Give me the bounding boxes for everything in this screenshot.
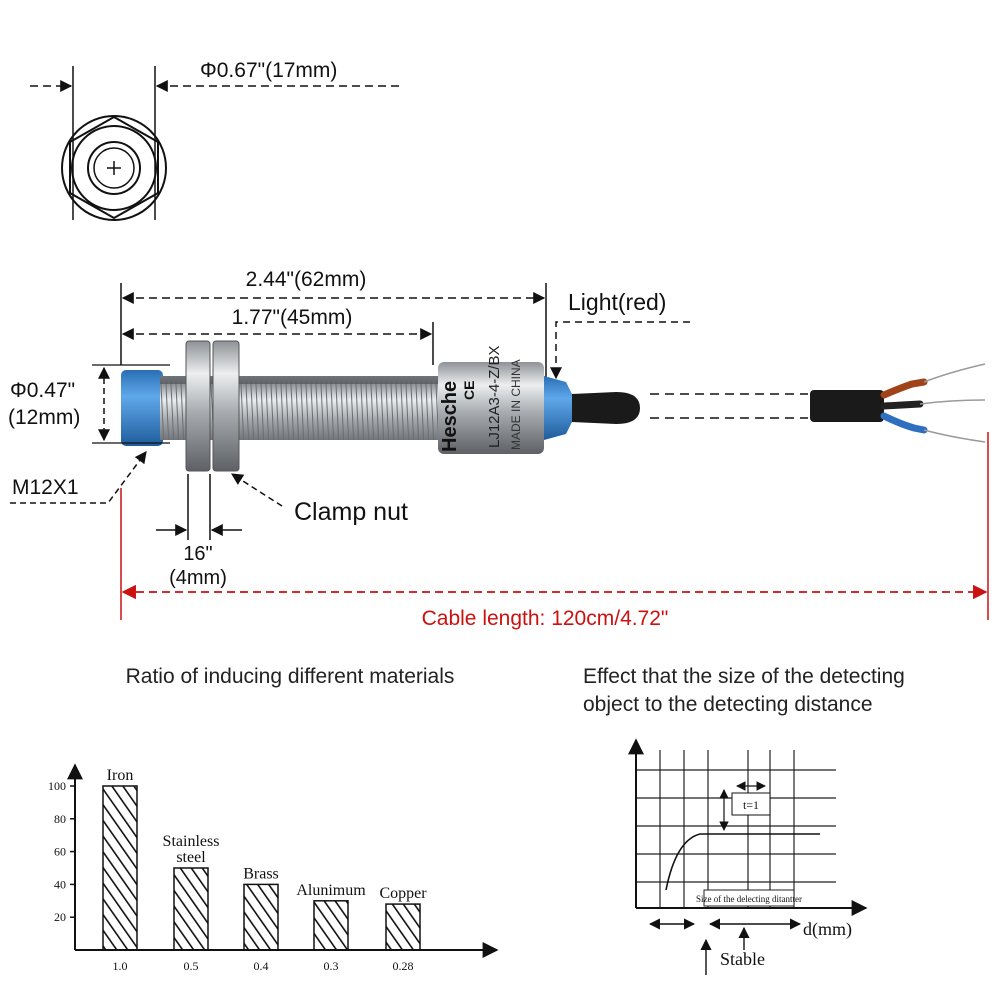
distance-chart: Effect that the size of the detecting ob… [583, 665, 905, 975]
ratio-label: 0.5 [184, 959, 199, 973]
category-label: Copper [379, 885, 427, 902]
label-sleeve [438, 362, 544, 454]
materials-chart: Ratio of inducing different materials 20… [48, 665, 499, 973]
bar-iron [102, 785, 138, 951]
y-tick-label: 80 [54, 812, 66, 826]
ratio-label: 0.4 [254, 959, 269, 973]
origin-text: MADE IN CHINA [509, 359, 523, 450]
ratio-label: 0.28 [393, 959, 414, 973]
sensing-face [121, 370, 163, 446]
category-label: Iron [107, 767, 134, 784]
nut-width-line2: (4mm) [169, 567, 227, 589]
distance-chart-title-line1: Effect that the size of the detecting [583, 665, 905, 688]
category-label: Alunimum [296, 882, 366, 899]
y-tick-label: 60 [54, 845, 66, 859]
side-view: 2.44"(62mm) 1.77"(45mm) Hesche CE CE LJ1… [8, 268, 989, 630]
materials-chart-title: Ratio of inducing different materials [126, 665, 455, 688]
distance-xlabel: d(mm) [803, 919, 852, 940]
bar-alunimum [313, 900, 349, 951]
bar-stainless-steel [173, 867, 209, 951]
thread-size-label: M12X1 [12, 476, 79, 499]
y-tick-label: 100 [48, 779, 66, 793]
end-view: Φ0.67"(17mm) [30, 59, 400, 221]
distance-chart-title-line2: object to the detecting distance [583, 693, 873, 716]
ratio-label: 0.3 [324, 959, 339, 973]
model-text: LJ12A3-4-Z/BX [486, 345, 503, 448]
diameter-outer-label: Φ0.67"(17mm) [200, 59, 337, 82]
y-tick-label: 20 [54, 910, 66, 924]
clamp-nut-right [212, 340, 240, 472]
brand-text: Hesche [439, 381, 461, 452]
cable-end [810, 390, 884, 422]
category-label: Stainless [163, 833, 220, 850]
total-length-label: 2.44"(62mm) [246, 268, 367, 291]
thread-length-label: 1.77"(45mm) [232, 306, 353, 329]
light-label: Light(red) [568, 289, 666, 315]
ratio-label: 1.0 [113, 959, 128, 973]
cable-length-label: Cable length: 120cm/4.72" [422, 607, 669, 630]
clamp-nut-label: Clamp nut [294, 498, 408, 526]
body-diameter-line2: (12mm) [8, 406, 80, 429]
category-label: steel [176, 849, 206, 866]
bar-copper [385, 903, 421, 951]
category-label: Brass [243, 865, 279, 882]
nut-width-line1: 16" [183, 543, 212, 565]
inner-size-label: Size of the delecting ditantter [696, 894, 802, 904]
ce-mark-visible: CE [461, 381, 477, 400]
y-tick-label: 40 [54, 877, 66, 891]
bar-brass [243, 883, 279, 951]
t-label: t=1 [743, 798, 759, 812]
distance-grid [636, 750, 836, 908]
stable-label: Stable [720, 949, 765, 969]
body-diameter-line1: Φ0.47" [10, 379, 75, 402]
clamp-nut-left [185, 340, 211, 472]
cable-start [572, 392, 640, 424]
rear-cap [544, 376, 572, 440]
